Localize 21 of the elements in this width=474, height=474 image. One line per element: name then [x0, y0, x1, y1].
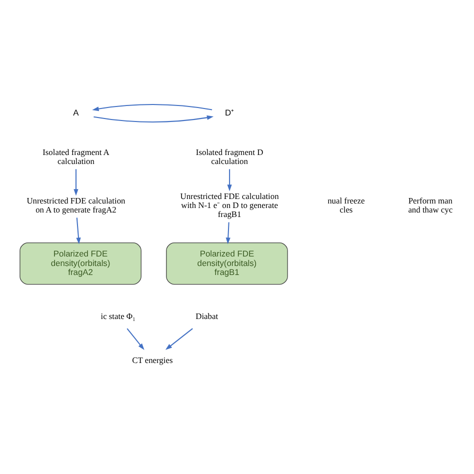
- node-text: A: [73, 107, 79, 118]
- node-text: Isolated fragment A calculation: [42, 146, 110, 166]
- arrow: [76, 218, 81, 244]
- node-box: Polarized FDE density(orbitals) fragA2: [20, 242, 142, 285]
- label: nual freeze cles: [328, 196, 365, 215]
- node-text: D⁺: [225, 107, 234, 118]
- arrow: [94, 115, 214, 122]
- arrow: [92, 104, 212, 112]
- node-box: Polarized FDE density(orbitals) fragB1: [166, 242, 288, 285]
- node-text: CT energies: [132, 354, 173, 365]
- arrow: [227, 169, 232, 192]
- arrow: [226, 222, 230, 244]
- node-text: Unrestricted FDE calculation on A to generate fragA2: [26, 196, 126, 215]
- node-text: Unrestricted FDE calculation with N-1 e⁻ on D to generate fragB1: [180, 191, 279, 220]
- arrow: [74, 169, 78, 196]
- node-text: Diabat: [196, 310, 218, 321]
- arrow: [126, 328, 144, 350]
- node-text: Isolated fragment D calculation: [196, 146, 264, 166]
- node-text: ic state Φ₁: [100, 310, 136, 321]
- label: Perform man and thaw cyc: [408, 196, 453, 215]
- arrow: [165, 328, 193, 350]
